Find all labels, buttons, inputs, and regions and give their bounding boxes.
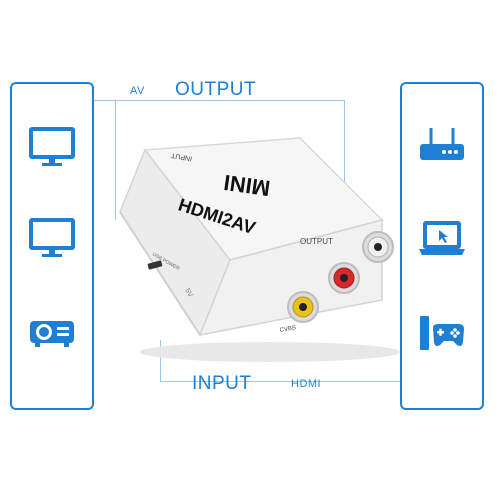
router-icon [420, 128, 464, 160]
cvbs-label: CVBS [279, 325, 296, 334]
side-mark: 5V [183, 288, 194, 299]
connector-left-vertical [115, 100, 116, 220]
output-devices-panel [10, 82, 94, 410]
projector-icon [30, 321, 74, 347]
hdmi2av-converter-box: MINI HDMI2AV INPUT USB POWER 5V OUTPUT C… [119, 137, 400, 362]
usb-power-port [147, 260, 163, 270]
rca-jack-red [328, 262, 360, 294]
connector-bottom-vertical [160, 340, 161, 382]
input-label: INPUT [192, 373, 252, 394]
rca-jack-yellow [287, 291, 319, 323]
device-front-face [198, 219, 383, 336]
av-label: AV [130, 85, 145, 97]
monitor-icon [29, 218, 75, 257]
rca-jack-white [362, 231, 394, 263]
output-port-label: OUTPUT [300, 237, 333, 246]
hdmi-label: HDMI [291, 378, 322, 390]
monitor-icon [29, 127, 75, 166]
laptop-icon [419, 221, 465, 255]
game-console-icon [420, 316, 464, 350]
output-label: OUTPUT [175, 79, 257, 100]
connector-right-vertical [344, 100, 345, 230]
connector-right-horizontal [160, 381, 400, 382]
input-port-label: INPUT [170, 151, 193, 162]
input-devices-panel [400, 82, 484, 410]
connector-left-horizontal [94, 100, 344, 101]
